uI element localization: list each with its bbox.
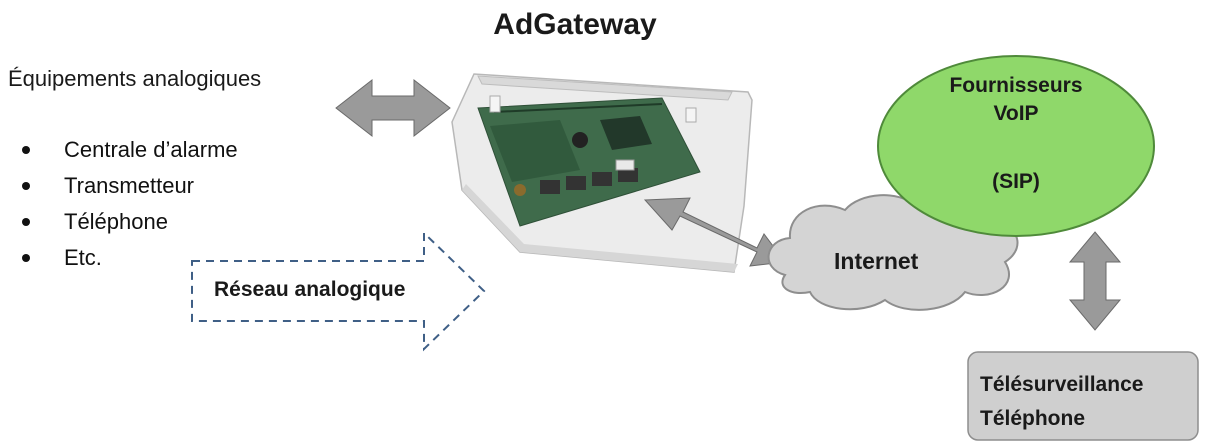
equipment-list: Centrale d’alarme Transmetteur Téléphone…: [22, 132, 238, 276]
voip-providers-ellipse: [877, 55, 1155, 237]
providers-label: Fournisseurs VoIP: [896, 72, 1136, 128]
bullet-icon: [22, 218, 30, 226]
monitoring-label: Télésurveillance Téléphone: [980, 368, 1143, 436]
providers-monitoring-arrow: [1068, 231, 1122, 331]
providers-line-1: Fournisseurs: [949, 74, 1083, 97]
equipment-heading: Équipements analogiques: [8, 66, 262, 91]
list-item: Etc.: [22, 240, 238, 276]
equipment-item-label: Transmetteur: [64, 173, 195, 198]
providers-line-2: VoIP: [993, 102, 1039, 125]
bullet-icon: [22, 182, 30, 190]
equipment-item-label: Centrale d’alarme: [64, 137, 238, 162]
equipment-item-label: Téléphone: [64, 209, 168, 234]
monitoring-box: [967, 351, 1199, 441]
analog-network-label: Réseau analogique: [214, 278, 406, 301]
internet-label: Internet: [834, 248, 919, 274]
list-item: Transmetteur: [22, 168, 238, 204]
analog-network-arrow: [191, 230, 486, 352]
sip-label: (SIP): [992, 170, 1040, 193]
list-item: Téléphone: [22, 204, 238, 240]
diagram-title: AdGateway: [493, 8, 657, 41]
bullet-icon: [22, 254, 30, 262]
equipment-item-label: Etc.: [64, 245, 102, 270]
gateway-device-image: [451, 73, 753, 273]
list-item: Centrale d’alarme: [22, 132, 238, 168]
equipment-gateway-arrow: [335, 78, 451, 138]
monitoring-line-2: Téléphone: [980, 407, 1086, 430]
monitoring-line-1: Télésurveillance: [980, 373, 1144, 396]
bullet-icon: [22, 146, 30, 154]
